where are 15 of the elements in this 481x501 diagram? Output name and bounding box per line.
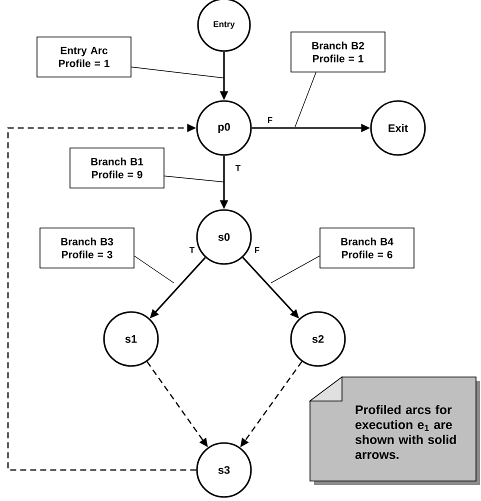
edge-label: F bbox=[253, 246, 261, 254]
callout-box: Branch B2 Profile = 1 bbox=[290, 32, 386, 72]
leader-line bbox=[131, 66, 224, 78]
leader-line bbox=[134, 256, 174, 284]
arrow bbox=[7, 124, 196, 471]
leader-line bbox=[164, 176, 224, 182]
leader-line bbox=[270, 256, 320, 284]
callout-box: Entry Arc Profile = 1 bbox=[36, 36, 132, 78]
leader-line bbox=[294, 72, 316, 128]
callout-box: Branch B3 Profile = 3 bbox=[40, 228, 134, 268]
edge-label: T bbox=[234, 164, 242, 172]
callout-box: Branch B4 Profile = 6 bbox=[320, 228, 414, 268]
edge-label: T bbox=[188, 246, 196, 254]
edge-label: F bbox=[266, 116, 274, 124]
callout-box: Branch B1 Profile = 9 bbox=[70, 148, 164, 188]
